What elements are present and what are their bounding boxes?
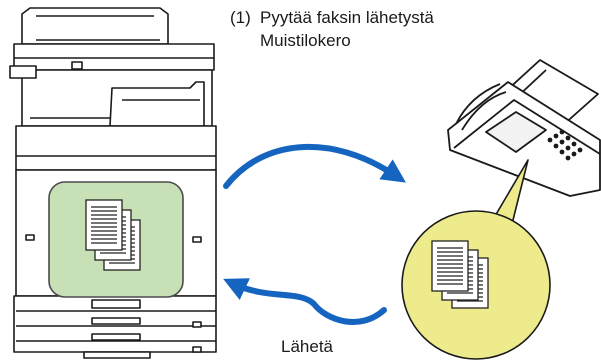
fax-machine-icon [447,59,601,197]
step-subtitle: Muistilokero [260,31,351,50]
send-label: Lähetä [281,337,333,356]
curved-arrow-icon [223,278,387,325]
step-title: Pyytää faksin lähetystä [260,8,434,27]
step-number: (1) [230,8,251,27]
curved-arrow-icon [223,143,406,189]
